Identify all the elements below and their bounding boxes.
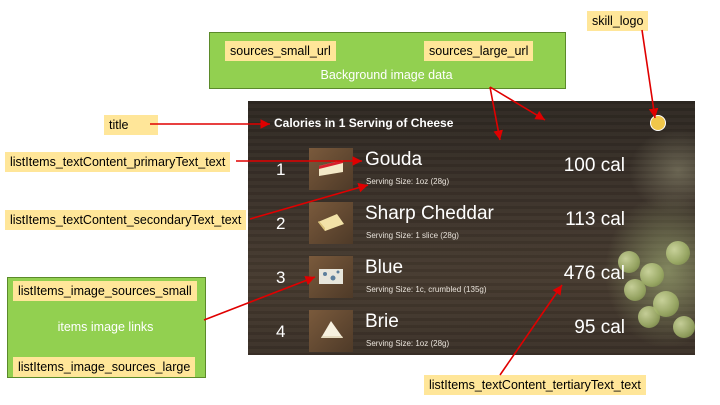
grape-decoration [638,306,660,328]
list-item-primary-text: Gouda [365,149,423,170]
list-item-tertiary-text: 100 cal [563,155,625,176]
list-item[interactable]: 3 Blue Serving Size: 1c, crumbled (135g)… [248,256,695,306]
blue-cheese-icon [309,256,353,298]
secondary-text-label: listItems_textContent_secondaryText_text [5,210,247,230]
sources-small-url-label: sources_small_url [225,41,336,61]
list-item-index: 3 [276,268,286,287]
list-item-secondary-text: Serving Size: 1c, crumbled (135g) [366,285,487,294]
grape-decoration [666,241,690,265]
list-item-tertiary-text: 95 cal [574,317,625,338]
list-item-secondary-text: Serving Size: 1oz (28g) [366,339,450,348]
device-screen: Calories in 1 Serving of Cheese 1 Gouda … [248,101,695,355]
tertiary-text-label: listItems_textContent_tertiaryText_text [424,375,646,395]
page-title: Calories in 1 Serving of Cheese [274,116,454,130]
sources-large-url-label: sources_large_url [424,41,534,61]
list-item-tertiary-text: 113 cal [565,209,625,230]
gouda-cheese-icon [309,148,353,190]
cheddar-cheese-icon [309,202,353,244]
grape-decoration [673,316,695,338]
list-item[interactable]: 2 Sharp Cheddar Serving Size: 1 slice (2… [248,202,695,252]
list-item-index: 1 [276,160,286,179]
list-item-primary-text: Blue [365,257,404,278]
background-image-caption: Background image data [320,68,453,82]
list-item-index: 2 [276,214,286,233]
list-item-tertiary-text: 476 cal [563,263,625,284]
primary-text-label: listItems_textContent_primaryText_text [5,152,231,172]
cheese-logo-icon [650,115,666,131]
list-item-secondary-text: Serving Size: 1oz (28g) [366,177,450,186]
list-item-secondary-text: Serving Size: 1 slice (28g) [366,231,459,240]
image-sources-large-label: listItems_image_sources_large [13,357,196,377]
brie-cheese-icon [309,310,353,352]
skill-logo-label: skill_logo [587,11,649,31]
list-item[interactable]: 1 Gouda Serving Size: 1oz (28g) 100 cal [248,148,695,198]
grape-decoration [618,251,640,273]
list-item-primary-text: Brie [365,311,399,332]
grape-decoration [624,279,646,301]
title-label: title [104,115,159,135]
items-image-caption: items image links [57,320,154,334]
list-item-index: 4 [276,322,286,341]
image-sources-small-label: listItems_image_sources_small [13,281,197,301]
list-item[interactable]: 4 Brie Serving Size: 1oz (28g) 95 cal [248,310,695,355]
list-item-primary-text: Sharp Cheddar [365,203,494,224]
